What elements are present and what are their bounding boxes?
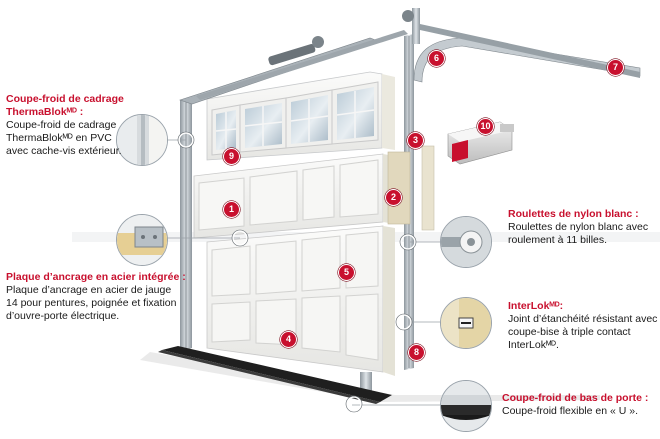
callout-plaque-line-3: d’ouvre-porte électrique. [6,310,120,322]
callout-thermablok: Coupe-froid de cadrage ThermaBlokᴹᴰ : Co… [6,93,154,158]
thermablok-detail-icon [116,114,168,166]
callout-plaque-title: Plaque d’ancrage en acier intégrée : [6,271,186,283]
callout-interlok-title: InterLokᴹᴰ: [508,300,564,312]
callout-roulettes-line-1: Roulettes de nylon blanc avec [508,221,649,233]
callout-thermablok-line-1: Coupe-froid de cadrage [6,119,117,131]
callout-bas: Coupe-froid de bas de porte : Coupe-froi… [502,392,658,418]
windows [211,81,379,156]
callout-bas-line-1: Coupe-froid flexible en « U ». [502,405,638,417]
bottom-seal [158,346,392,404]
callout-interlok: InterLokᴹᴰ: Joint d’étanchéité résistant… [508,300,658,352]
marker-8: 8 [408,344,425,361]
torsion-assembly [196,10,414,100]
connection-rings-outline [177,131,417,413]
marker-2: 2 [385,189,402,206]
callout-roulettes: Roulettes de nylon blanc : Roulettes de … [508,208,658,247]
marker-1: 1 [223,201,240,218]
marker-7: 7 [607,59,624,76]
callout-roulettes-title: Roulettes de nylon blanc : [508,208,639,220]
marker-9: 9 [223,148,240,165]
marker-6: 6 [428,50,445,67]
leader-lines [165,139,440,406]
marker-3: 3 [407,132,424,149]
callout-interlok-line-1: Joint d’étanchéité résistant avec [508,313,658,325]
callout-thermablok-line-3: avec cache-vis extérieur. [6,145,122,157]
marker-4: 4 [280,331,297,348]
callout-plaque: Plaque d’ancrage en acier intégrée : Pla… [6,271,206,323]
callout-thermablok-line-2: ThermaBlokᴹᴰ en PVC [6,132,112,144]
right-track [387,8,435,370]
marker-10: 10 [477,118,494,135]
marker-5: 5 [338,264,355,281]
callout-interlok-line-2: coupe-bise à triple contact [508,326,631,338]
nylon-roller-detail-icon [440,216,492,268]
bottom-seal-detail-icon [440,380,492,432]
callout-roulettes-line-2: roulement à 11 billes. [508,234,608,246]
interlok-seal-detail-icon [440,297,492,349]
door-panels [193,71,395,376]
callout-bas-title: Coupe-froid de bas de porte : [502,392,649,404]
callout-plaque-line-1: Plaque d’ancrage en acier de jauge [6,284,172,296]
anchor-plate-detail-icon [116,214,168,266]
callout-plaque-line-2: 14 pour pentures, poignée et fixation [6,297,177,309]
callout-thermablok-title: Coupe-froid de cadrage ThermaBlokᴹᴰ : [6,93,124,118]
callout-interlok-line-3: InterLokᴹᴰ. [508,339,559,351]
horizontal-track [413,24,641,83]
connection-rings [178,132,416,412]
